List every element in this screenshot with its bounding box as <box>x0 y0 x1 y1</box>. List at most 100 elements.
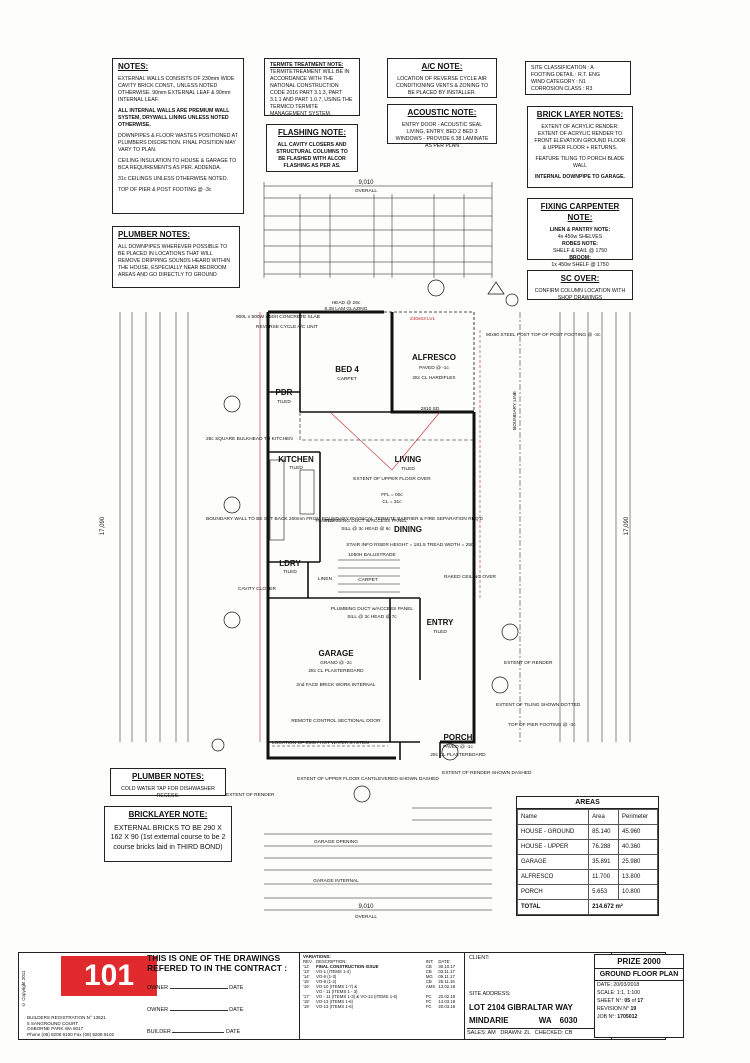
carpenter-title: FIXING CARPENTER NOTE: <box>540 202 620 222</box>
label-steel-post: 90x90 STEEL POST TOP OF POST FOOTING @ -… <box>486 332 601 338</box>
label-stair-info: STAIR INFO RISER HEIGHT = 181.5 TREAD WI… <box>346 542 474 548</box>
project-name: PRIZE 2000 <box>595 955 683 969</box>
variation-row: '17'VO - 11 (ITEMS 1-3) & VO-13 (ITEMS 1… <box>303 994 456 999</box>
flashing-note: FLASHING NOTE: ALL CAVITY CLOSERS AND ST… <box>266 124 358 172</box>
carpenter-line: 1x 450w SHELF @ 1750 <box>551 261 609 268</box>
label-plumbing-duct-1-sill: SILL @ 3c HEAD @ 6c <box>341 526 391 532</box>
site-address-label: SITE ADDRESS: <box>469 991 511 997</box>
sheet-title-block: PRIZE 2000 GROUND FLOOR PLAN DATE: 20/03… <box>594 954 684 1038</box>
table-header: Name Area Perimeter <box>516 809 658 825</box>
label-plumbing-duct-1: PLUMBING DUCT w/ACCESS PANEL <box>325 518 408 524</box>
overall-top-dim: 9,010 <box>358 180 374 186</box>
sc-over-note: SC OVER: CONFIRM COLUMN LOCATION WITH SH… <box>527 270 633 301</box>
bricklayer-p1: EXTENT OF ACRYLIC RENDER: EXTENT OF ACRY… <box>534 123 626 151</box>
bricklayer-title: BRICK LAYER NOTES: <box>536 110 624 119</box>
table-row: PORCH 5.653 10.800 <box>516 884 658 900</box>
staff-row: SALES: AM DRAWN: ZL CHECKED: CB <box>467 1028 609 1036</box>
bricklayer2-text: EXTERNAL BRICKS TO BE 290 X 162 X 90 (1s… <box>110 824 226 851</box>
ac-text: LOCATION OF REVERSE CYCLE AIR CONDITIONI… <box>395 75 489 96</box>
site-classification: SITE CLASSIFICATION : A FOOTING DETAIL :… <box>525 61 631 95</box>
area-value: 35.891 <box>588 854 620 870</box>
notes-p1: EXTERNAL WALLS CONSISTS OF 230mm WIDE CA… <box>118 75 235 103</box>
label-cavity-closer: CAVITY CLOSER <box>238 586 276 592</box>
label-raked-ceiling: RAKED CEILING OVER <box>444 574 497 580</box>
label-extent-render-3: EXTENT OF RENDER <box>226 792 275 798</box>
column-header: Perimeter <box>618 809 658 825</box>
areas-table: AREAS Name Area Perimeter HOUSE - GROUND… <box>516 796 659 916</box>
builder-sign: BUILDER DATE <box>147 1029 241 1035</box>
carpenter-line: BROOM: <box>569 254 591 261</box>
room-porch: PORCH <box>444 733 473 742</box>
red-dim-annotation: 240x63 LVL <box>410 316 436 322</box>
room-pdr-finish: TILED <box>277 399 291 405</box>
plumber-title: PLUMBER NOTES: <box>118 230 190 239</box>
title-block: 101 © Copyright 2011 BUILDERS REGISTRATI… <box>18 952 666 1040</box>
termite-text: TERMITETREAMENT WILL BE IN ACCORDANCE WI… <box>270 69 353 118</box>
company-logo: 101 <box>61 956 157 996</box>
job-row: JOB N°: 1705012 <box>597 1014 638 1020</box>
flashing-title: FLASHING NOTE: <box>278 128 346 137</box>
area-name: HOUSE - UPPER <box>516 839 590 855</box>
site-row: SITE CLASSIFICATION : A <box>531 65 594 71</box>
variation-row: VO - 11 (ITEMS 1 - 3) <box>316 989 358 994</box>
table-row: GARAGE 35.891 25.980 <box>516 854 658 870</box>
porch-ceiling: 28c CL PLASTERBOARD <box>430 752 486 758</box>
label-boundary-wall: BOUNDARY WALL TO BE SET BACK 200mm FROM … <box>206 516 484 522</box>
label-extent-upper: EXTENT OF UPPER FLOOR OVER <box>353 476 431 482</box>
stair-carpet: CARPET <box>358 577 378 583</box>
column-header: Area <box>588 809 620 825</box>
label-extent-render: EXTENT OF RENDER <box>504 660 553 666</box>
area-name: PORCH <box>516 884 590 900</box>
room-garage: GARAGE <box>318 649 354 658</box>
area-name: HOUSE - GROUND <box>516 824 590 840</box>
room-alfresco: ALFRESCO <box>412 353 456 362</box>
label-garage-internal: GARAGE INTERNAL <box>313 878 359 884</box>
label-top-pier: TOP OF PIER FOOTING @ -3c <box>508 722 576 728</box>
site-suburb: MINDARIE WA 6030 <box>469 1016 578 1025</box>
label-glazing: 6.38 LAM GLAZING <box>325 306 368 312</box>
termite-note: TERMITE TREATMENT NOTE: TERMITETREAMENT … <box>264 58 360 118</box>
area-perimeter: 40.360 <box>618 839 658 855</box>
plumber-notes-2: PLUMBER NOTES: COLD WATER TAP FOR DISHWA… <box>110 768 226 799</box>
table-row: ALFRESCO 11.700 13.800 <box>516 869 658 885</box>
room-pantry: PANTRY <box>315 518 335 524</box>
room-kitchen: KITCHEN <box>278 455 314 464</box>
builder-line: OSBORNE PARK WA 6017 <box>27 1026 84 1032</box>
room-entry-finish: TILED <box>433 629 447 635</box>
overall-bottom-dim: 9,010 <box>358 904 374 910</box>
area-perimeter: 10.800 <box>618 884 658 900</box>
owner-sign-2: OWNER DATE <box>147 1007 244 1013</box>
label-garage-opening: GARAGE OPENING <box>314 839 358 845</box>
column-header: Name <box>516 809 590 825</box>
table-row: HOUSE - GROUND 85.140 45.960 <box>516 824 658 840</box>
room-garage-finish: GRANO @ -2c <box>320 660 352 666</box>
plumber-text: ALL DOWNPIPES WHEREVER POSSIBLE TO BE PL… <box>118 243 231 278</box>
label-remote-door: REMOTE CONTROL SECTIONAL DOOR <box>291 718 381 724</box>
contract-statement: THIS IS ONE OF THE DRAWINGS REFERED TO I… <box>147 953 288 973</box>
label-face-brick: 2nd FACE BRICK WORK INTERNAL <box>296 682 375 688</box>
table-row: HOUSE - UPPER 76.288 40.360 <box>516 839 658 855</box>
acoustic-title: ACOUSTIC NOTE: <box>407 108 477 117</box>
area-perimeter: 45.960 <box>618 824 658 840</box>
sc-over-title: SC OVER: <box>560 274 600 283</box>
carpenter-line: LINEN & PANTRY NOTE: <box>549 226 611 233</box>
room-porch-finish: PAVED @ -1c <box>443 744 473 750</box>
label-extent-tiling: EXTENT OF TILING SHOWN DOTTED <box>496 702 581 708</box>
plumber2-title: PLUMBER NOTES: <box>132 772 204 781</box>
site-row: WIND CATEGORY : N1 <box>531 79 586 86</box>
label-bulkhead: 28c SQUARE BULKHEAD TO KITCHEN <box>206 436 293 442</box>
carpenter-line: 4x 450w SHELVES <box>557 233 603 240</box>
room-dining: DINING <box>394 525 422 534</box>
site-lot: LOT 2104 GIBRALTAR WAY <box>469 1003 573 1012</box>
termite-title: TERMITE TREATMENT NOTE: <box>270 62 344 68</box>
notes-box: NOTES: EXTERNAL WALLS CONSISTS OF 230mm … <box>112 58 244 214</box>
ac-note: A/C NOTE: LOCATION OF REVERSE CYCLE AIR … <box>387 58 497 98</box>
variations-title: VARIATIONS: <box>303 954 331 959</box>
variations-header: REV.DESCRIPTION:INT:DATE: <box>303 959 451 964</box>
area-name: ALFRESCO <box>516 869 590 885</box>
notes-p6: TOP OF PIER & POST FOOTING @ -3c <box>118 187 212 193</box>
